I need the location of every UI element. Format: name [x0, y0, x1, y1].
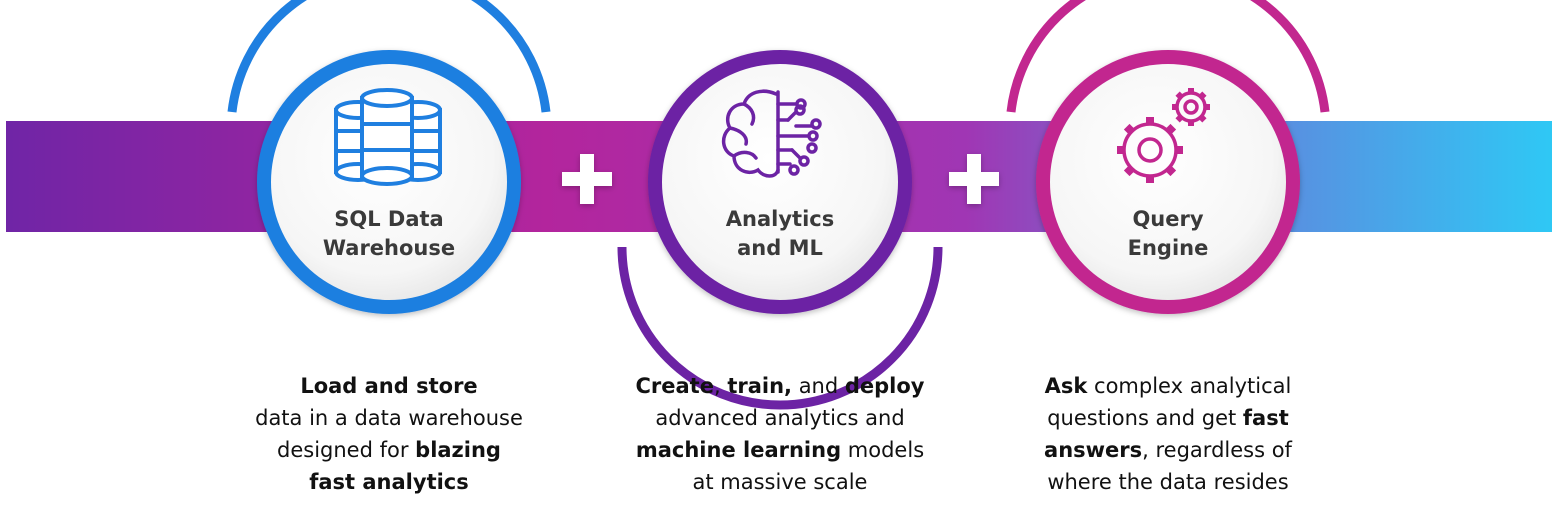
gears-icon [1117, 88, 1210, 183]
caption-line: where the data resides [1047, 470, 1289, 494]
title-line: Analytics [725, 207, 835, 231]
outer-arc-top [227, 0, 551, 113]
caption-sql-data-warehouse: Load and store data in a data warehouse … [224, 370, 554, 498]
title-line: and ML [737, 236, 823, 260]
step-query-engine [1006, 0, 1330, 314]
caption-line: advanced analytics and [655, 406, 905, 430]
step-sql-data-warehouse [227, 0, 551, 314]
caption-line: at massive scale [692, 470, 868, 494]
step-title-query-engine: Query Engine [1068, 205, 1268, 263]
brain-circuit-icon [721, 89, 822, 178]
title-line: SQL Data [334, 207, 444, 231]
caption-line: answers, regardless of [1044, 438, 1292, 462]
caption-analytics-ml: Create, train, and deploy advanced analy… [615, 370, 945, 498]
plus-connector-2 [949, 154, 999, 204]
step-title-sql-data-warehouse: SQL Data Warehouse [289, 205, 489, 263]
caption-line: Load and store [300, 374, 478, 398]
step-analytics-ml [617, 50, 943, 410]
caption-line: questions and get fast [1047, 406, 1289, 430]
outer-arc-top [1006, 0, 1330, 113]
title-line: Engine [1127, 236, 1209, 260]
outer-arc-bottom [617, 246, 943, 410]
title-line: Warehouse [322, 236, 456, 260]
caption-line: Ask complex analytical [1044, 374, 1292, 398]
step-title-analytics-ml: Analytics and ML [680, 205, 880, 263]
caption-line: data in a data warehouse [255, 406, 523, 430]
caption-line: designed for blazing [277, 438, 501, 462]
caption-line: machine learning models [635, 438, 925, 462]
title-line: Query [1132, 207, 1204, 231]
database-icon [334, 88, 442, 186]
caption-line: fast analytics [309, 470, 469, 494]
caption-query-engine: Ask complex analytical questions and get… [1003, 370, 1333, 498]
disc [662, 64, 898, 300]
disc [1050, 64, 1286, 300]
plus-connector-1 [562, 154, 612, 204]
caption-line: Create, train, and deploy [635, 374, 925, 398]
